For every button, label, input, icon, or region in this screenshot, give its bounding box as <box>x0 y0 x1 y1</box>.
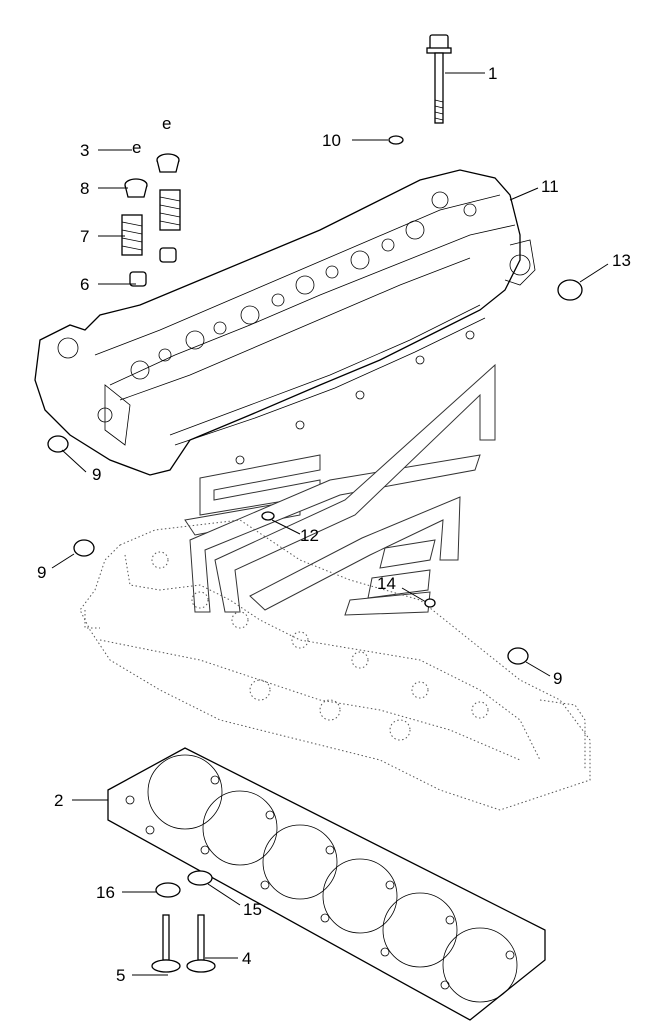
valve-keepers: e e <box>132 114 171 157</box>
valve-stem-seals <box>129 247 177 287</box>
callout-5: 5 <box>116 966 125 985</box>
o-rings <box>261 135 436 608</box>
callout-14: 14 <box>377 574 396 593</box>
expansion-plugs <box>47 279 583 898</box>
engine-block-outline <box>79 519 591 811</box>
callout-9-left: 9 <box>37 563 46 582</box>
valve-springs <box>121 189 181 256</box>
head-bolt <box>426 34 452 124</box>
callout-8: 8 <box>80 179 89 198</box>
spring-retainers <box>124 153 180 198</box>
cylinder-head <box>34 169 536 476</box>
callout-10: 10 <box>322 131 341 150</box>
callout-15: 15 <box>243 900 262 919</box>
callout-1: 1 <box>488 64 497 83</box>
callout-3: 3 <box>80 141 89 160</box>
valves <box>151 914 216 973</box>
callout-12: 12 <box>300 526 319 545</box>
callout-6: 6 <box>80 275 89 294</box>
callout-11: 11 <box>541 177 559 196</box>
callout-7: 7 <box>80 227 89 246</box>
callout-9-right: 9 <box>553 669 562 688</box>
leader-lines <box>51 72 609 976</box>
svg-text:e: e <box>162 114 171 133</box>
watermark-logo <box>184 363 496 616</box>
callout-2: 2 <box>54 791 63 810</box>
callout-13: 13 <box>612 251 631 270</box>
callout-9-top: 9 <box>92 465 101 484</box>
callout-16: 16 <box>96 883 115 902</box>
head-gasket <box>107 747 546 1021</box>
callout-4: 4 <box>242 949 251 968</box>
callouts: 1 2 3 4 5 6 7 8 9 9 9 10 11 12 13 14 15 … <box>37 64 631 985</box>
svg-text:e: e <box>132 138 141 157</box>
